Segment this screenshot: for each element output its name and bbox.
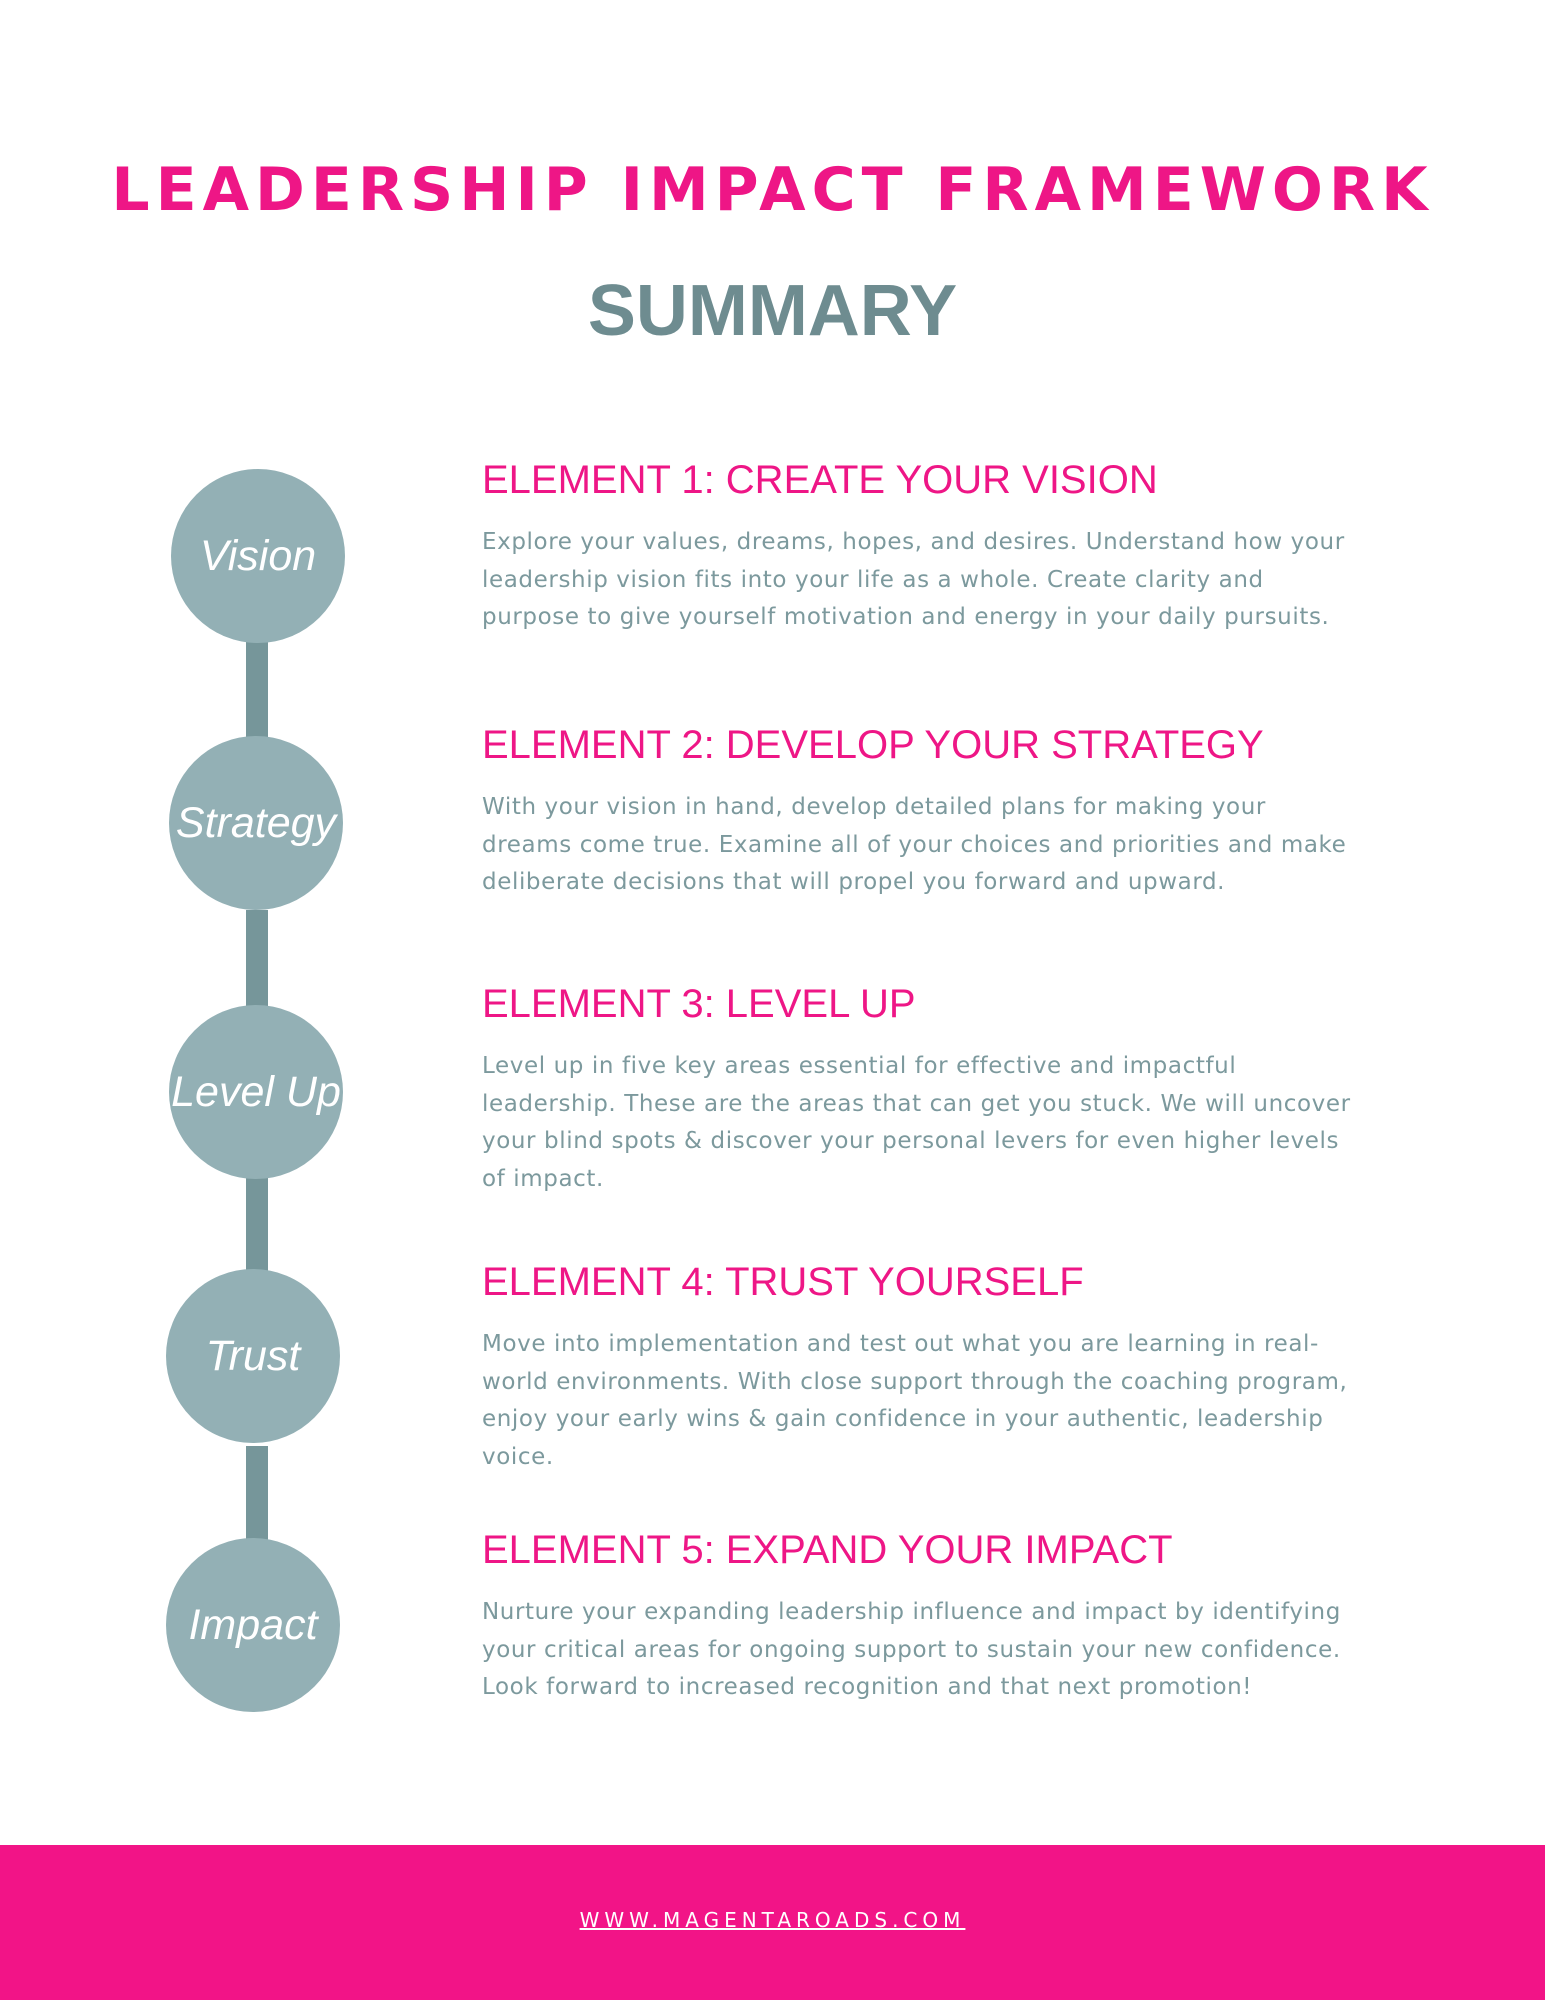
circle-label: Level Up: [171, 1067, 341, 1116]
timeline-circle-trust: Trust: [166, 1269, 340, 1443]
circle-label: Vision: [199, 531, 317, 580]
timeline-circle-impact: Impact: [166, 1538, 340, 1712]
page-subtitle: SUMMARY: [587, 271, 958, 351]
circle-label: Strategy: [175, 798, 337, 847]
element-heading: ELEMENT 4: TRUST YOURSELF: [482, 1260, 1084, 1304]
timeline-circle-strategy: Strategy: [169, 736, 343, 910]
element-body: Level up in five key areas essential for…: [482, 1053, 1351, 1192]
footer-website-link[interactable]: WWW.MAGENTAROADS.COM: [579, 1908, 966, 1932]
element-body: Explore your values, dreams, hopes, and …: [482, 529, 1345, 630]
element-heading: ELEMENT 1: CREATE YOUR VISION: [482, 458, 1158, 502]
element-heading: ELEMENT 5: EXPAND YOUR IMPACT: [482, 1528, 1173, 1572]
timeline-connector: [246, 640, 268, 742]
element-heading: ELEMENT 2: DEVELOP YOUR STRATEGY: [482, 723, 1264, 767]
footer-band: [0, 1845, 1545, 2000]
circle-label: Trust: [205, 1331, 301, 1380]
timeline-connector: [246, 910, 268, 1010]
element-heading: ELEMENT 3: LEVEL UP: [482, 982, 916, 1026]
circle-label: Impact: [188, 1600, 318, 1649]
timeline-circle-vision: Vision: [171, 469, 345, 643]
element-body: With your vision in hand, develop detail…: [482, 794, 1347, 895]
timeline-connector: [246, 1178, 268, 1280]
page-title: LEADERSHIP IMPACT FRAMEWORK: [111, 155, 1434, 225]
timeline-connector: [246, 1446, 268, 1546]
element-body: Nurture your expanding leadership influe…: [482, 1599, 1341, 1700]
timeline-circle-level-up: Level Up: [169, 1005, 343, 1179]
element-body: Move into implementation and test out wh…: [482, 1331, 1348, 1470]
